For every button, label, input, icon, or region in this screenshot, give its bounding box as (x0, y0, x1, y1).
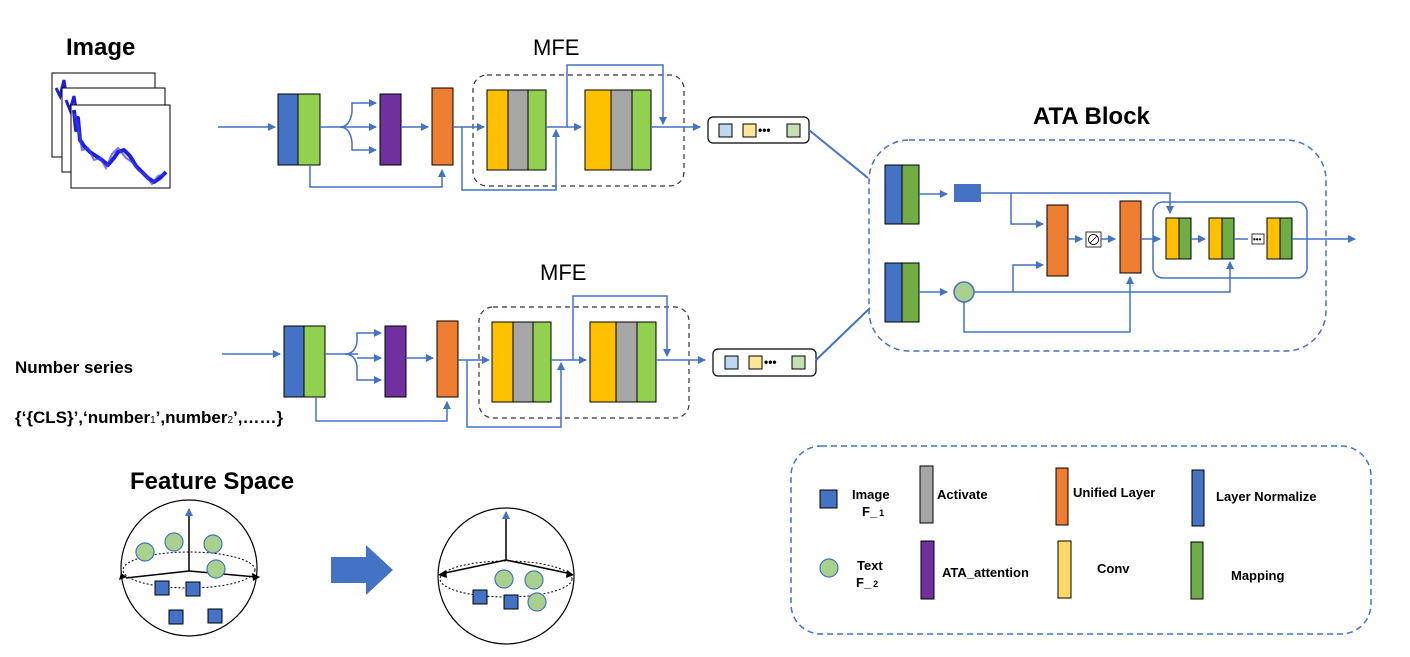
unified-layer-block (431, 87, 454, 166)
sequence-text: {‘{CLS}’,‘number1’,number2’,……} (15, 408, 283, 427)
legend-box (790, 445, 1372, 635)
top-branch: ••• (218, 64, 869, 191)
feature-space-after (437, 507, 575, 645)
legend-text-sub: F_2 (856, 575, 878, 590)
svg-text:•••: ••• (1253, 235, 1262, 244)
legend-image-sub: F_1 (862, 504, 884, 519)
ata-attention-block (379, 93, 402, 166)
image-stack (51, 72, 171, 189)
mfe-bottom-label: MFE (540, 260, 586, 285)
bottom-branch: ••• (222, 295, 871, 428)
legend-conv-label: Conv (1097, 561, 1130, 576)
mfe-bottom-box (478, 306, 690, 419)
legend: Image F_1 Text F_2 Activate ATA_attentio… (790, 445, 1372, 635)
legend-activate-icon (919, 465, 934, 524)
legend-layer-normalize-icon (1191, 469, 1205, 527)
token-box-bottom (712, 348, 817, 377)
legend-text-label: Text (857, 558, 883, 573)
legend-image-label: Image (852, 487, 890, 502)
ata-block-title: ATA Block (1033, 103, 1151, 130)
feature-space-title: Feature Space (130, 468, 294, 495)
svg-text:•••: ••• (764, 355, 777, 369)
legend-ata-attention-icon (920, 540, 935, 600)
legend-ata-attention-label: ATA_attention (942, 565, 1029, 580)
feature-space-before (119, 499, 260, 637)
legend-layer-normalize-label: Layer Normalize (1216, 489, 1316, 504)
legend-conv-icon (1057, 540, 1072, 599)
legend-unified-layer-label: Unified Layer (1073, 485, 1155, 500)
svg-text:•••: ••• (758, 123, 771, 137)
image-title: Image (66, 34, 135, 61)
legend-image-icon (819, 489, 838, 509)
legend-unified-layer-icon (1055, 467, 1069, 526)
image-feature-square (954, 184, 981, 202)
ata-inner-box (1152, 201, 1308, 279)
legend-text-icon (819, 558, 839, 578)
text-feature-circle (953, 281, 975, 303)
ata-block: ••• (868, 139, 1356, 352)
number-series-label: Number series (15, 358, 133, 377)
mfe-top-box (472, 74, 685, 187)
layer-normalize-block (277, 93, 299, 166)
mapping-block (297, 93, 321, 166)
mfe-top-label: MFE (533, 35, 579, 60)
transform-arrow-icon (331, 545, 393, 595)
legend-activate-label: Activate (937, 487, 988, 502)
legend-mapping-label: Mapping (1231, 568, 1284, 583)
ata-block-box (868, 139, 1327, 352)
legend-mapping-icon (1190, 541, 1204, 600)
